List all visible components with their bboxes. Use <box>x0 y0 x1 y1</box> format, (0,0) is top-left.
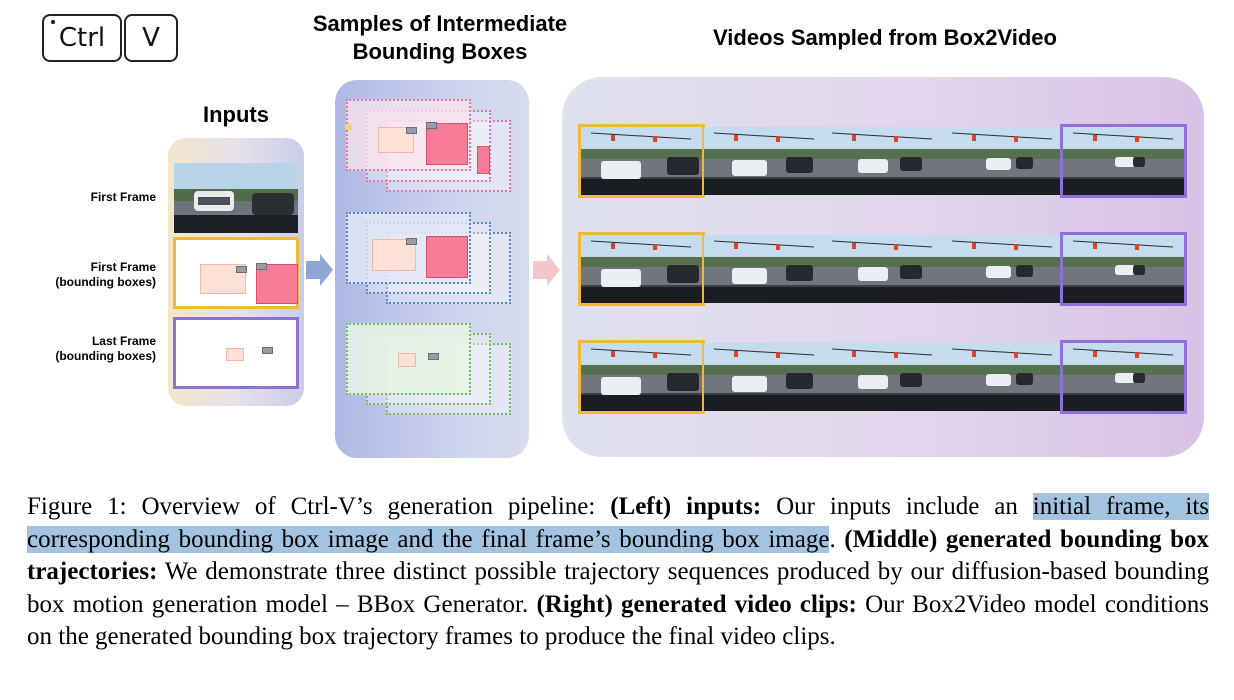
video-frame-row1-f1 <box>578 124 705 198</box>
label-first-frame-bb-line1: First Frame <box>90 260 156 274</box>
traj2-marker <box>406 238 417 245</box>
figure-caption: Figure 1: Overview of Ctrl-V’s generatio… <box>27 491 1210 654</box>
heading-right: Videos Sampled from Box2Video <box>713 25 1057 50</box>
heading-inputs: Inputs <box>203 102 269 127</box>
video-frame-row1-f2 <box>704 127 825 195</box>
caption-left-label: (Left) inputs: <box>610 493 762 520</box>
video-frame-row3-f3 <box>822 343 943 411</box>
video-frame-row3-f5 <box>1060 340 1187 414</box>
bbox-last-car <box>226 348 244 361</box>
arrow-right-icon <box>306 254 333 286</box>
key-dot-icon <box>51 20 55 24</box>
traj1-back-bbox <box>477 146 490 174</box>
label-last-frame-bb-line2: (bounding boxes) <box>55 349 156 363</box>
bbox-last-marker <box>262 347 273 354</box>
video-frame-row1-f5 <box>1060 124 1187 198</box>
caption-prefix: Figure 1: Overview of Ctrl-V’s generatio… <box>27 493 611 520</box>
video-frame-row2-f4 <box>942 235 1063 303</box>
last-frame-bbox-image <box>173 317 299 389</box>
traj1-marker-right <box>426 122 437 129</box>
traj1-sheet-front <box>346 99 471 171</box>
label-first-frame-bb: First Frame (bounding boxes) <box>20 260 156 290</box>
ctrl-key-logo: Ctrl <box>42 14 122 62</box>
caption-left-text-b: . <box>829 525 845 553</box>
traj1-yellow-mark <box>345 124 352 130</box>
ctrl-key-label: Ctrl <box>58 23 106 53</box>
video-frame-row2-f2 <box>704 235 825 303</box>
traj3-sheet-front <box>346 323 471 395</box>
video-frame-row3-f1 <box>578 340 705 414</box>
traj1-marker <box>406 127 417 134</box>
heading-middle-line2: Bounding Boxes <box>352 39 528 64</box>
traj2-sheet-front <box>346 212 471 284</box>
bbox-small-marker <box>236 266 247 273</box>
label-first-frame: First Frame <box>90 190 156 204</box>
video-frame-row2-f1 <box>578 232 705 306</box>
arrow-right-icon-2 <box>533 254 560 286</box>
traj2-bbox-right <box>426 236 468 278</box>
caption-middle-label: (Middle) generated bounding box trajecto… <box>27 525 1209 586</box>
heading-middle-line1: Samples of Intermediate <box>312 11 568 36</box>
first-frame-bbox-image <box>173 237 299 309</box>
video-frame-row1-f4 <box>942 127 1063 195</box>
label-first-frame-bb-line2: (bounding boxes) <box>55 275 156 289</box>
caption-middle-text: We demonstrate three distinct possible t… <box>27 558 1209 618</box>
traj1-bbox-right <box>426 123 468 165</box>
label-last-frame-bb: Last Frame (bounding boxes) <box>20 334 156 364</box>
v-key-label: V <box>142 23 160 53</box>
bbox-car-right <box>256 264 298 304</box>
video-frame-row2-f5 <box>1060 232 1187 306</box>
label-last-frame-bb-line1: Last Frame <box>91 334 156 348</box>
caption-right-text: Our Box2Video model conditions on the ge… <box>27 590 1209 651</box>
caption-right-label: (Right) generated video clips: <box>536 590 857 618</box>
first-frame-image <box>174 163 298 233</box>
v-key-logo: V <box>124 14 178 62</box>
traj3-bbox <box>398 353 416 367</box>
caption-left-text-a: Our inputs include an <box>761 493 1033 520</box>
bbox-small-marker-right <box>256 263 267 270</box>
traj3-marker <box>428 353 439 360</box>
video-frame-row1-f3 <box>822 127 943 195</box>
video-frame-row3-f2 <box>704 343 825 411</box>
video-frame-row3-f4 <box>942 343 1063 411</box>
video-frame-row2-f3 <box>822 235 943 303</box>
